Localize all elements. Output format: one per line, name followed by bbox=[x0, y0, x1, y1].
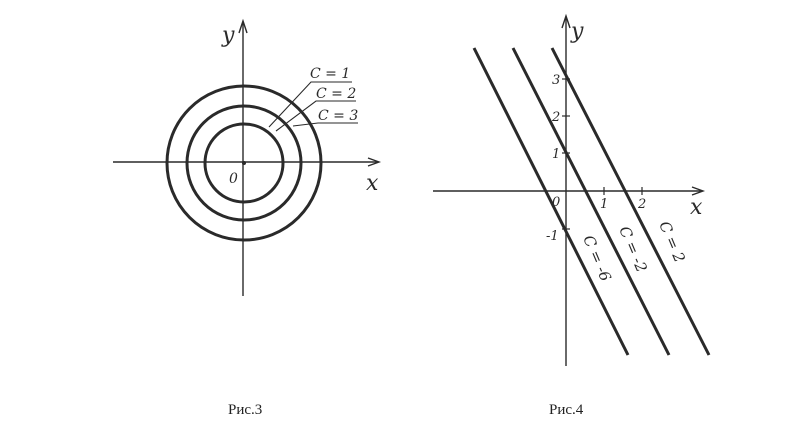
fig4-line-c-2 bbox=[550, 47, 711, 356]
fig3-x-axis-arrow bbox=[367, 157, 382, 167]
fig4-y-label: y bbox=[570, 19, 584, 44]
fig4-line-c-neg2 bbox=[511, 47, 671, 356]
fig4-y-tick-label-1: 1 bbox=[552, 147, 560, 162]
fig4-y-tick-label-neg1: -1 bbox=[546, 229, 559, 244]
fig3-x-label: x bbox=[366, 171, 379, 196]
fig3-circle-c3 bbox=[165, 84, 323, 242]
figure-4 bbox=[433, 13, 711, 366]
fig4-origin-label: 0 bbox=[552, 195, 560, 210]
fig4-x-axis-arrow bbox=[691, 186, 706, 196]
fig3-y-axis-arrow bbox=[238, 18, 248, 34]
fig3-label-c3: C = 3 bbox=[318, 108, 358, 124]
fig4-y-tick-label-2: 2 bbox=[551, 110, 560, 125]
fig4-y-tick-label-3: 3 bbox=[552, 73, 560, 88]
fig4-y-axis-arrow bbox=[561, 13, 571, 29]
fig3-caption: Рис.3 bbox=[228, 402, 263, 418]
fig4-x-tick-label-2: 2 bbox=[637, 197, 646, 212]
fig3-origin-dot bbox=[242, 161, 246, 165]
fig3-leader-c1 bbox=[268, 81, 352, 128]
fig4-x-tick-label-1: 1 bbox=[600, 197, 608, 212]
fig3-circle-c1 bbox=[203, 122, 285, 204]
fig3-circle-c2 bbox=[185, 104, 303, 222]
fig3-label-c1: C = 1 bbox=[310, 66, 350, 82]
fig4-caption: Рис.4 bbox=[549, 402, 584, 418]
fig4-x-label: x bbox=[690, 195, 703, 220]
fig3-label-c2: C = 2 bbox=[316, 86, 356, 102]
fig3-leader-c2 bbox=[275, 100, 356, 132]
fig4-line-c-neg6 bbox=[472, 47, 630, 356]
fig3-origin-label: 0 bbox=[229, 171, 238, 187]
figure-3 bbox=[113, 18, 382, 296]
fig3-leader-c3 bbox=[292, 122, 358, 127]
fig3-y-label: y bbox=[221, 23, 235, 48]
